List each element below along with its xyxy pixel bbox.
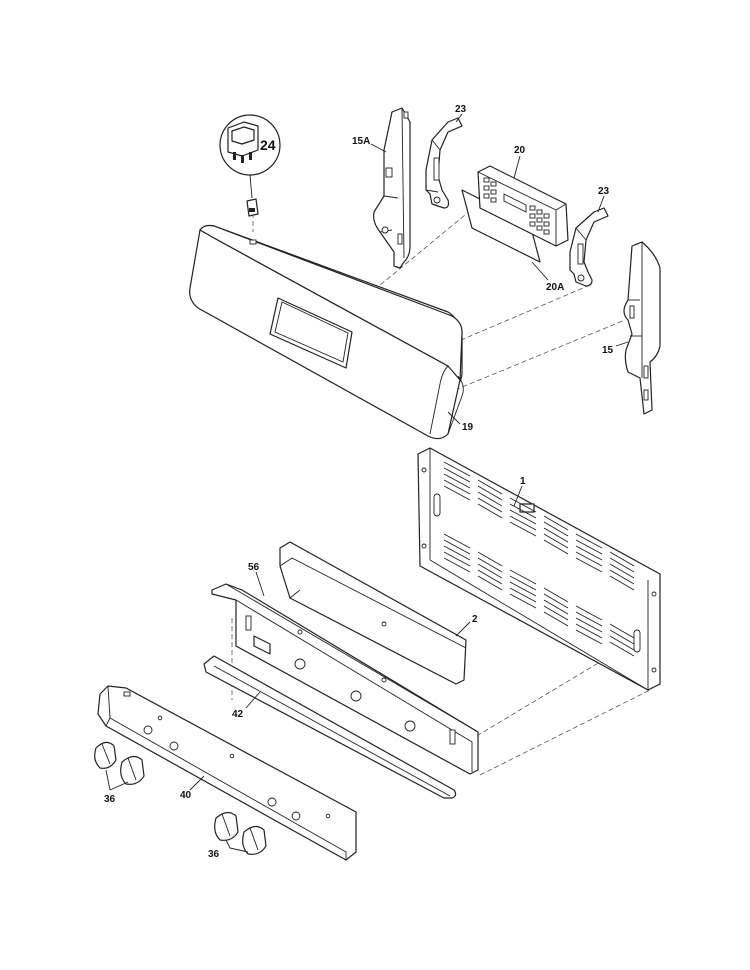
clock-display-icon (503, 193, 527, 213)
callout-36-left: 36 (104, 794, 116, 805)
front-panel-part-40 (97, 685, 357, 861)
rear-panel-part-1 (417, 447, 661, 691)
end-cap-part-15a (373, 107, 411, 269)
switch-part-24 (219, 114, 281, 217)
vent-louvers-lower (443, 533, 635, 657)
callout-56: 56 (248, 562, 260, 573)
end-cap-part-15 (623, 241, 661, 415)
callout-15: 15 (602, 345, 614, 356)
knob-part-36-right-1 (214, 811, 239, 841)
rocker-switch-icon (227, 121, 259, 163)
vent-louvers-upper (443, 461, 635, 591)
knob-part-36-right-2 (242, 825, 267, 855)
callout-36-right: 36 (208, 849, 220, 860)
trim-strip-part-42 (203, 655, 457, 799)
knob-part-36-left-1 (94, 741, 117, 769)
control-panel-part-19 (189, 224, 464, 440)
clock-board-part-20 (477, 165, 569, 247)
callout-labels: 24 15A 23 20 23 20A 15 19 1 2 56 42 40 3… (104, 104, 614, 860)
bracket-part-23-upper (425, 117, 463, 209)
callout-1: 1 (520, 476, 526, 487)
callout-42: 42 (232, 709, 244, 720)
heat-shield-part-2 (279, 541, 467, 685)
callout-2: 2 (472, 614, 478, 625)
manifold-panel-part-56 (211, 583, 479, 775)
bracket-part-23-lower (569, 207, 609, 287)
callout-leaders (105, 113, 629, 853)
callout-19: 19 (462, 422, 474, 433)
callout-15a: 15A (352, 136, 370, 147)
keypad-buttons (483, 177, 550, 235)
callout-23-lower: 23 (598, 186, 610, 197)
knob-part-36-left-2 (120, 755, 145, 785)
callout-20a: 20A (546, 282, 564, 293)
callout-20: 20 (514, 145, 526, 156)
callout-23-upper: 23 (455, 104, 467, 115)
callout-24: 24 (260, 137, 276, 153)
callout-40: 40 (180, 790, 192, 801)
